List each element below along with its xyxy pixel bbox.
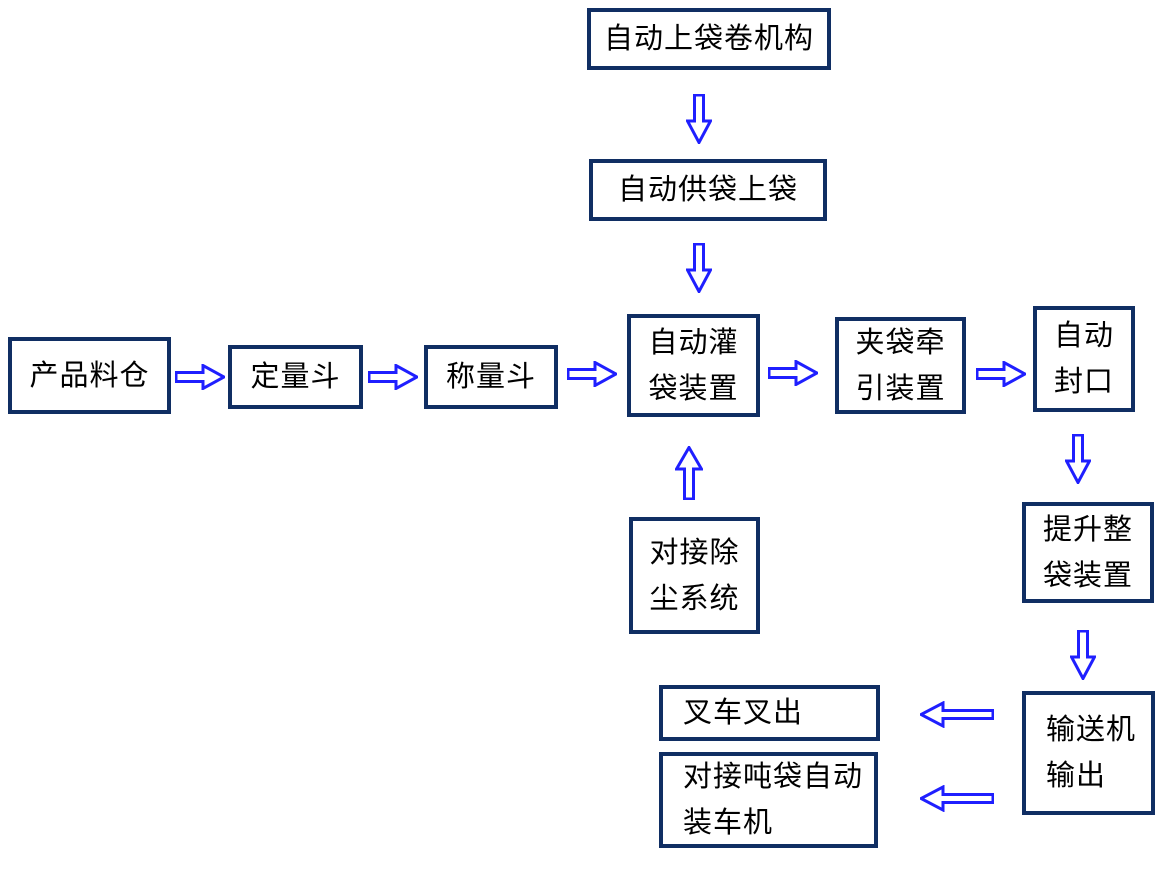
node-truck-loader: 对接吨袋自动 装车机 — [659, 752, 878, 848]
node-forklift-out: 叉车叉出 — [659, 685, 880, 741]
node-dosing-hopper: 定量斗 — [228, 345, 363, 409]
right-arrow-icon — [175, 364, 225, 390]
right-arrow-icon — [976, 361, 1026, 387]
node-bag-lifting: 提升整 袋装置 — [1022, 502, 1154, 603]
node-bag-supply: 自动供袋上袋 — [589, 159, 827, 221]
right-arrow-icon — [567, 361, 617, 387]
down-arrow-icon — [1070, 630, 1096, 680]
right-arrow-icon — [768, 360, 818, 386]
node-bag-clamp-traction: 夹袋牵 引装置 — [835, 317, 966, 414]
down-arrow-icon — [1065, 434, 1091, 484]
left-arrow-icon — [920, 701, 994, 728]
left-arrow-icon — [920, 785, 994, 812]
node-bag-filling-device: 自动灌 袋装置 — [627, 314, 760, 417]
node-dust-removal: 对接除 尘系统 — [629, 517, 760, 634]
node-conveyor-output: 输送机 输出 — [1022, 691, 1155, 815]
node-product-silo: 产品料仓 — [8, 337, 171, 414]
right-arrow-icon — [368, 364, 418, 390]
node-auto-sealing: 自动 封口 — [1033, 306, 1135, 412]
down-arrow-icon — [686, 94, 712, 144]
up-arrow-icon — [675, 446, 703, 500]
down-arrow-icon — [686, 243, 712, 293]
node-bag-roll-mechanism: 自动上袋卷机构 — [587, 8, 831, 70]
node-weighing-hopper: 称量斗 — [424, 345, 558, 409]
